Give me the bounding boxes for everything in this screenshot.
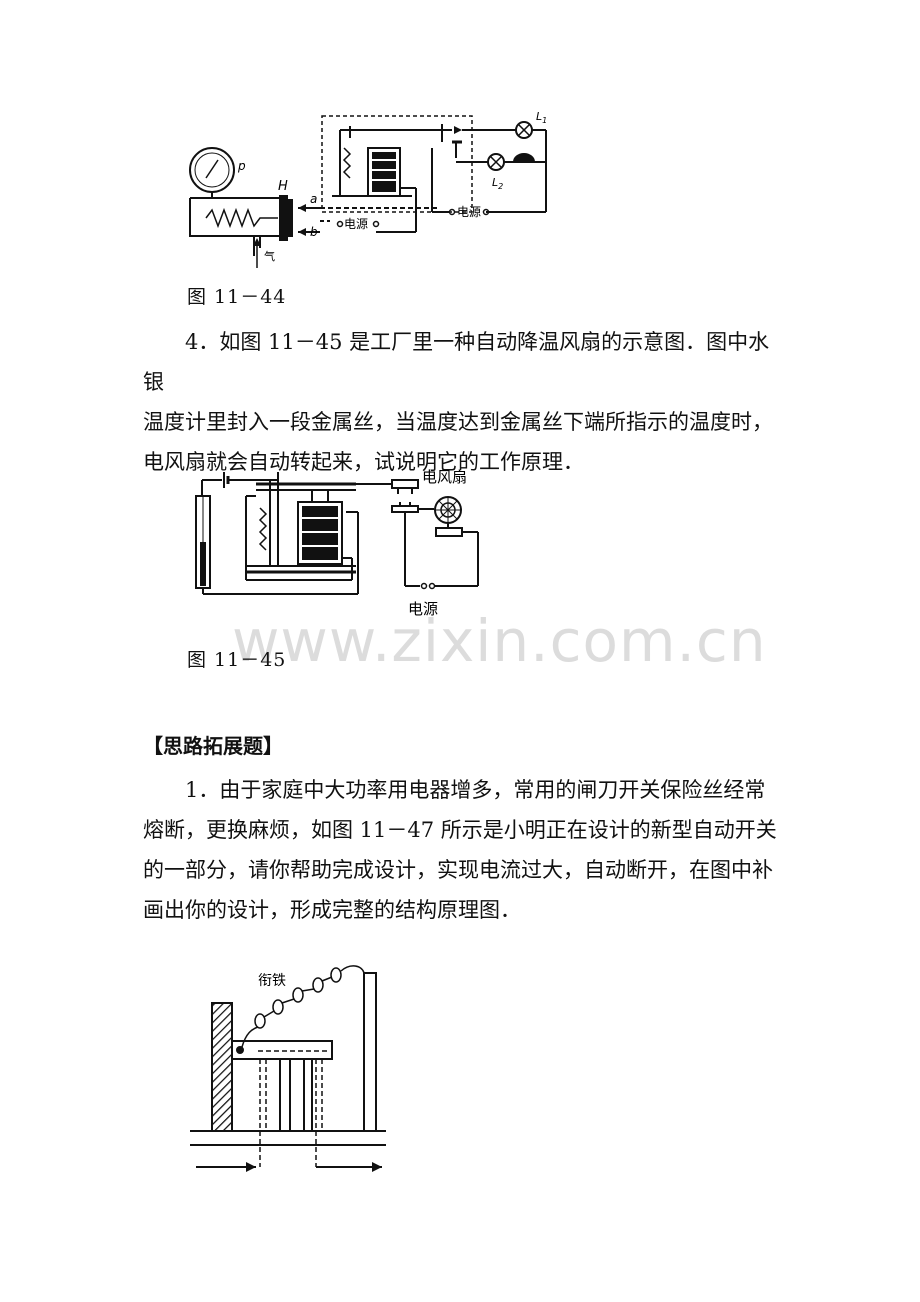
question-1-line-3: 的一部分，请你帮助完成设计，实现电流过大，自动断开，在图中补 — [143, 858, 773, 882]
label-fan: 电风扇 — [422, 468, 467, 486]
question-4: 4．如图 11－45 是工厂里一种自动降温风扇的示意图．图中水银 温度计里封入一… — [143, 322, 783, 482]
question-1: 1．由于家庭中大功率用电器增多，常用的闸刀开关保险丝经常 熔断，更换麻烦，如图 … — [143, 770, 783, 930]
label-a: a — [310, 192, 317, 206]
label-L2: L2 — [492, 176, 503, 191]
figure-11-45-diagram: 电风扇 电源 — [195, 468, 479, 618]
question-1-line-1: 1．由于家庭中大功率用电器增多，常用的闸刀开关保险丝经常 — [185, 778, 766, 802]
label-L1: L1 — [536, 110, 547, 125]
watermark: www.zixin.com.cn — [232, 607, 767, 675]
figure-11-45-caption: 图 11－45 — [187, 649, 287, 671]
label-power-2: 电源 — [457, 205, 481, 219]
label-p: p — [237, 159, 246, 173]
label-H: H — [278, 179, 288, 194]
question-1-line-4: 画出你的设计，形成完整的结构原理图． — [143, 898, 521, 922]
question-4-line-2: 温度计里封入一段金属丝，当温度达到金属丝下端所指示的温度时， — [143, 410, 773, 434]
section-heading: 【思路拓展题】 — [143, 734, 283, 758]
label-armature: 衔铁 — [258, 973, 286, 989]
label-power: 电源 — [408, 600, 438, 618]
question-1-line-2: 熔断，更换麻烦，如图 11－47 所示是小明正在设计的新型自动开关 — [143, 818, 777, 842]
figure-11-44-diagram: p H a b 电源 电源 气 L1 L2 — [189, 110, 547, 268]
question-4-line-3: 电风扇就会自动转起来，试说明它的工作原理． — [143, 450, 584, 474]
label-gas: 气 — [264, 249, 275, 263]
figure-11-47-diagram: 衔铁 — [190, 965, 386, 1172]
label-power-1: 电源 — [344, 217, 368, 231]
label-b: b — [310, 225, 318, 239]
figure-11-44-caption: 图 11－44 — [187, 286, 287, 308]
question-4-line-1: 4．如图 11－45 是工厂里一种自动降温风扇的示意图．图中水银 — [143, 330, 770, 394]
